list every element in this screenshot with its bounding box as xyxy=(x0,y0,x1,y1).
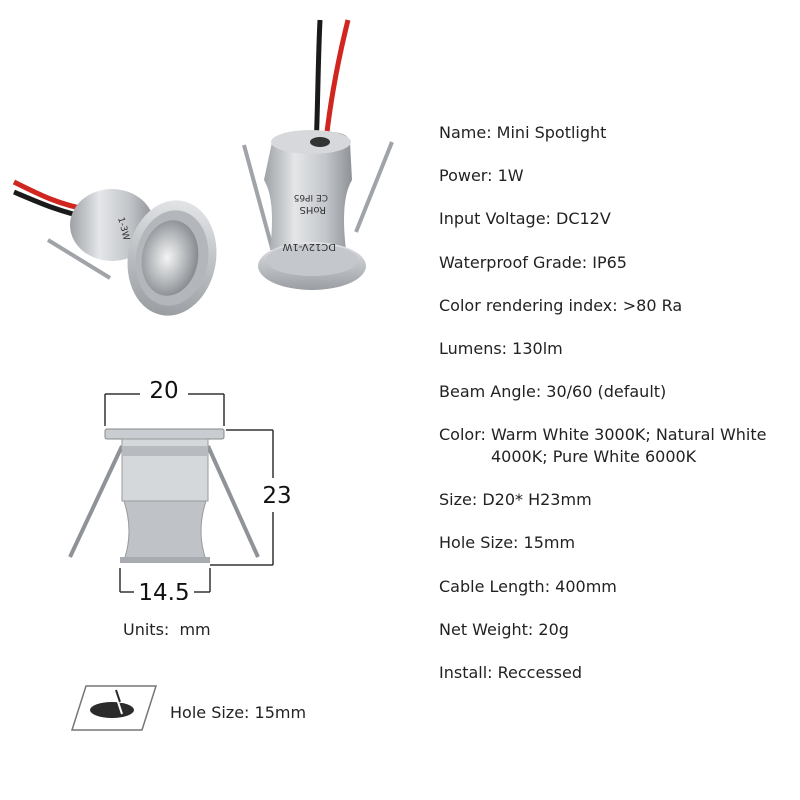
spec-color-line-2: 4000K; Pure White 6000K xyxy=(491,447,697,466)
spec-size: Size: D20* H23mm xyxy=(439,490,592,509)
right-spotlight: DC12V-1W RoHS CE IP65 xyxy=(242,19,394,290)
spec-name: Name: Mini Spotlight xyxy=(439,123,607,142)
hole-size-note: Hole Size: 15mm xyxy=(70,684,390,734)
dimension-diagram: 20 23 14.5 xyxy=(68,378,292,600)
spec-cable-length: Cable Length: 400mm xyxy=(439,577,617,596)
base-label: 14.5 xyxy=(138,580,189,600)
spec-beam-angle: Beam Angle: 30/60 (default) xyxy=(439,382,667,401)
spec-lumens: Lumens: 130lm xyxy=(439,339,563,358)
hole-size-label: Hole Size: 15mm xyxy=(170,703,307,722)
left-spotlight: 1-3W xyxy=(12,179,217,316)
spec-color-rendering-index: Color rendering index: >80 Ra xyxy=(439,296,683,315)
height-label: 23 xyxy=(262,483,291,509)
product-photo: 1-3W DC12V-1W RoHS CE IP65 xyxy=(12,19,394,316)
spec-install: Install: Reccessed xyxy=(439,663,582,682)
spec-hole-size: Hole Size: 15mm xyxy=(439,533,576,552)
hole-size-icon xyxy=(70,685,158,731)
spec-color: Color: Warm White 3000K; Natural White 4… xyxy=(439,424,794,468)
right-light-print-3: CE IP65 xyxy=(294,192,328,202)
right-light-print-2: RoHS xyxy=(300,204,326,215)
width-label: 20 xyxy=(149,378,178,404)
light-side-profile xyxy=(68,428,260,563)
units-label: Units: mm xyxy=(123,620,211,639)
spec-waterproof-grade: Waterproof Grade: IP65 xyxy=(439,253,627,272)
spec-power: Power: 1W xyxy=(439,166,524,185)
right-light-print-1: DC12V-1W xyxy=(282,241,336,252)
spec-color-line-1: Color: Warm White 3000K; Natural White xyxy=(439,425,767,444)
spec-input-voltage: Input Voltage: DC12V xyxy=(439,209,611,228)
spec-net-weight: Net Weight: 20g xyxy=(439,620,569,639)
